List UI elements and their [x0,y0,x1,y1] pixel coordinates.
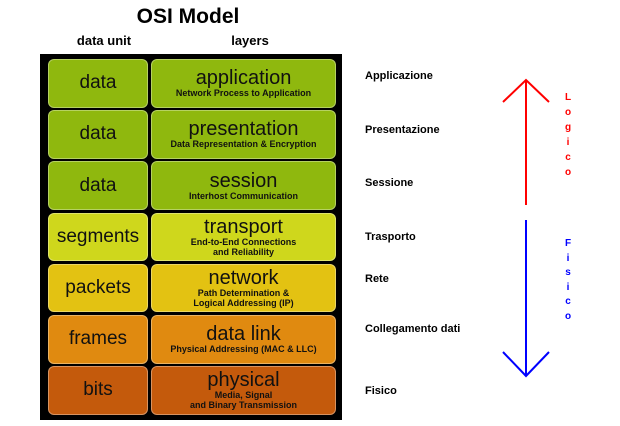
italian-layer-label: Sessione [365,177,414,189]
layer-description: and Binary Transmission [189,400,298,411]
italian-layer-label: Applicazione [365,70,433,82]
data-unit-cell: packets [48,263,148,313]
fisico-letter: s [565,267,571,278]
layer-description: Path Determination & [197,288,290,299]
layer-name: network [208,267,279,290]
layer-name: data link [206,323,281,346]
layer-description: Logical Addressing (IP) [193,298,294,309]
layers-header: layers [231,33,269,48]
layer-description: Data Representation & Encryption [170,139,317,150]
italian-layer-label: Fisico [365,385,397,397]
logico-letter: L [564,92,572,103]
fisico-letter: c [565,296,571,307]
layer-name: physical [207,369,280,392]
layer-name: session [209,169,278,192]
logico-letter: i [566,137,570,148]
layer-description: Media, Signal [214,390,273,401]
data-unit-cell: data [48,110,148,159]
italian-layer-label: Rete [365,273,389,285]
fisico-letter: o [564,310,572,322]
layer-name: application [195,67,292,90]
data-unit-cell: segments [48,212,148,262]
diagram-title: OSI Model [136,5,240,28]
logico-letter: g [564,122,572,133]
italian-layer-label: Collegamento dati [365,323,461,335]
layer-description: and Reliability [212,246,274,257]
fisico-arrow [502,220,550,378]
layer-description: End-to-End Connections [190,236,297,247]
data-unit-cell: data [48,59,148,108]
layer-description: Interhost Communication [188,190,298,201]
fisico-letter: i [566,281,570,293]
data-unit-cell: frames [48,315,148,364]
fisico-letter: i [566,252,570,264]
layer-description: Network Process to Application [175,88,312,99]
italian-layer-label: Presentazione [365,124,440,136]
data-unit-cell: bits [48,366,148,415]
italian-layer-label: Trasporto [365,231,416,243]
fisico-letter: F [564,238,572,249]
layer-name: transport [204,215,283,238]
layer-description: Physical Addressing (MAC & LLC) [170,344,317,355]
logico-letter: o [564,167,572,178]
logico-letter: c [565,152,571,163]
logico-letter: o [564,107,572,118]
layer-name: presentation [188,118,299,141]
logico-arrow [502,78,550,205]
data-unit-cell: data [48,161,148,210]
data-unit-header: data unit [76,33,132,48]
